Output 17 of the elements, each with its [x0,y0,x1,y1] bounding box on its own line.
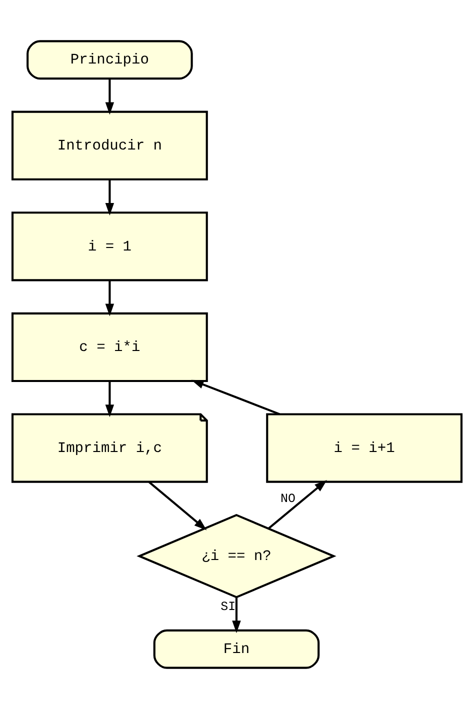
node-box: Principio [26,40,193,80]
node-box: Fin [153,628,320,668]
arrow [268,480,327,529]
arrow [232,596,241,633]
arrow [105,380,114,417]
node-box: Introducir n [11,110,208,180]
node-box: i = i+1 [266,412,463,482]
arrow [105,78,114,114]
edge-label: NO [280,491,296,506]
node-diamond: ¿i == n? [136,513,336,598]
arrow [105,179,114,215]
node-box: c = i*i [11,312,208,382]
arrow [191,379,280,415]
edge-label: SI [220,599,236,614]
arrow [105,280,114,316]
arrow [148,480,207,530]
node-box: i = 1 [11,211,208,281]
